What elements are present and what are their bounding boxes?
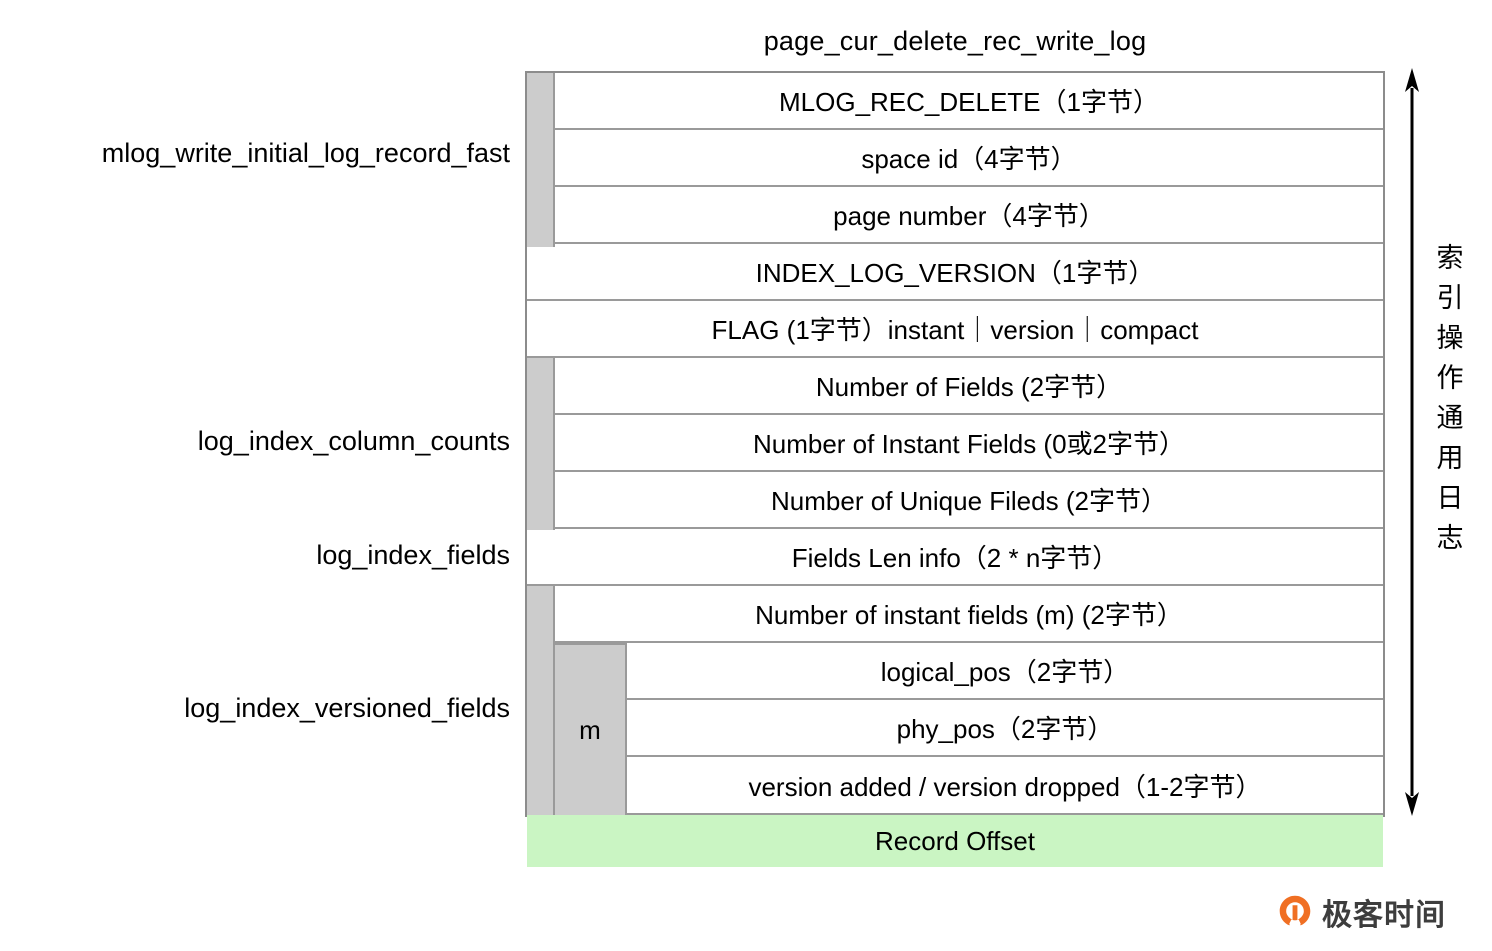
group-spine-log-index-column-counts: [527, 358, 555, 530]
span-annotation-char: 作: [1436, 363, 1464, 393]
row-label-mlog-rec-delete: MLOG_REC_DELETE（1字节）: [527, 73, 1383, 128]
row-label-space-id: space id（4字节）: [527, 130, 1383, 185]
row-label-index-log-version: INDEX_LOG_VERSION（1字节）: [527, 244, 1383, 299]
table-row: INDEX_LOG_VERSION（1字节）: [527, 244, 1383, 301]
span-annotation-char: 用: [1436, 443, 1464, 473]
row-label-phy-pos: phy_pos（2字节）: [527, 700, 1383, 755]
span-annotation-label: 索 引 操 作 通 用 日 志: [1430, 238, 1470, 558]
table-row: version added / version dropped（1-2字节）: [527, 757, 1383, 815]
table-row: page number（4字节）: [527, 187, 1383, 244]
table-row: Number of Instant Fields (0或2字节）: [527, 415, 1383, 472]
row-label-version-added-dropped: version added / version dropped（1-2字节）: [527, 757, 1383, 813]
row-label-number-of-unique-fileds: Number of Unique Fileds (2字节）: [527, 472, 1383, 527]
row-label-number-of-instant-fields: Number of Instant Fields (0或2字节）: [527, 415, 1383, 470]
row-label-number-of-instant-fields-m: Number of instant fields (m) (2字节）: [527, 586, 1383, 641]
span-annotation-char: 引: [1436, 283, 1464, 313]
span-annotation-char: 志: [1436, 523, 1464, 553]
log-record-layout-table: m MLOG_REC_DELETE（1字节） space id（4字节） pag…: [525, 71, 1385, 867]
table-row: Fields Len info（2 * n字节）: [527, 529, 1383, 586]
multiplicity-block-m: m: [555, 643, 627, 815]
table-row-record-offset: Record Offset: [527, 815, 1383, 867]
row-label-fields-len-info: Fields Len info（2 * n字节）: [527, 529, 1383, 584]
span-arrow: [1404, 68, 1420, 816]
table-row: space id（4字节）: [527, 130, 1383, 187]
logo-text: 极客时间: [1322, 899, 1446, 932]
table-row: MLOG_REC_DELETE（1字节）: [527, 73, 1383, 130]
table-row: phy_pos（2字节）: [527, 700, 1383, 757]
table-row: logical_pos（2字节）: [527, 643, 1383, 700]
span-annotation-char: 索: [1436, 243, 1464, 273]
table-row: Number of instant fields (m) (2字节）: [527, 586, 1383, 643]
geekbang-logo-icon: [1279, 895, 1311, 926]
span-annotation-char: 通: [1436, 403, 1464, 433]
row-label-record-offset: Record Offset: [527, 815, 1383, 867]
row-label-logical-pos: logical_pos（2字节）: [527, 643, 1383, 698]
page-title: page_cur_delete_rec_write_log: [763, 26, 1147, 56]
row-label-number-of-fields: Number of Fields (2字节）: [527, 358, 1383, 413]
group-label-log-index-column-counts: log_index_column_counts: [197, 426, 510, 456]
row-label-page-number: page number（4字节）: [527, 187, 1383, 242]
table-row: Number of Unique Fileds (2字节）: [527, 472, 1383, 529]
table-row: FLAG (1字节）instant｜version｜compact: [527, 301, 1383, 358]
brand-logo: 极客时间: [1277, 890, 1446, 934]
group-label-log-index-versioned-fields: log_index_versioned_fields: [184, 693, 510, 723]
group-spine-mlog-write-initial-log-record-fast: [527, 73, 555, 247]
table-row: Number of Fields (2字节）: [527, 358, 1383, 415]
span-annotation-char: 操: [1436, 323, 1464, 353]
group-spine-log-index-versioned-fields: [527, 586, 555, 815]
row-label-flag: FLAG (1字节）instant｜version｜compact: [527, 301, 1383, 356]
group-label-log-index-fields: log_index_fields: [316, 540, 510, 570]
group-label-mlog-write-initial-log-record-fast: mlog_write_initial_log_record_fast: [101, 138, 510, 168]
span-annotation-char: 日: [1436, 483, 1464, 513]
